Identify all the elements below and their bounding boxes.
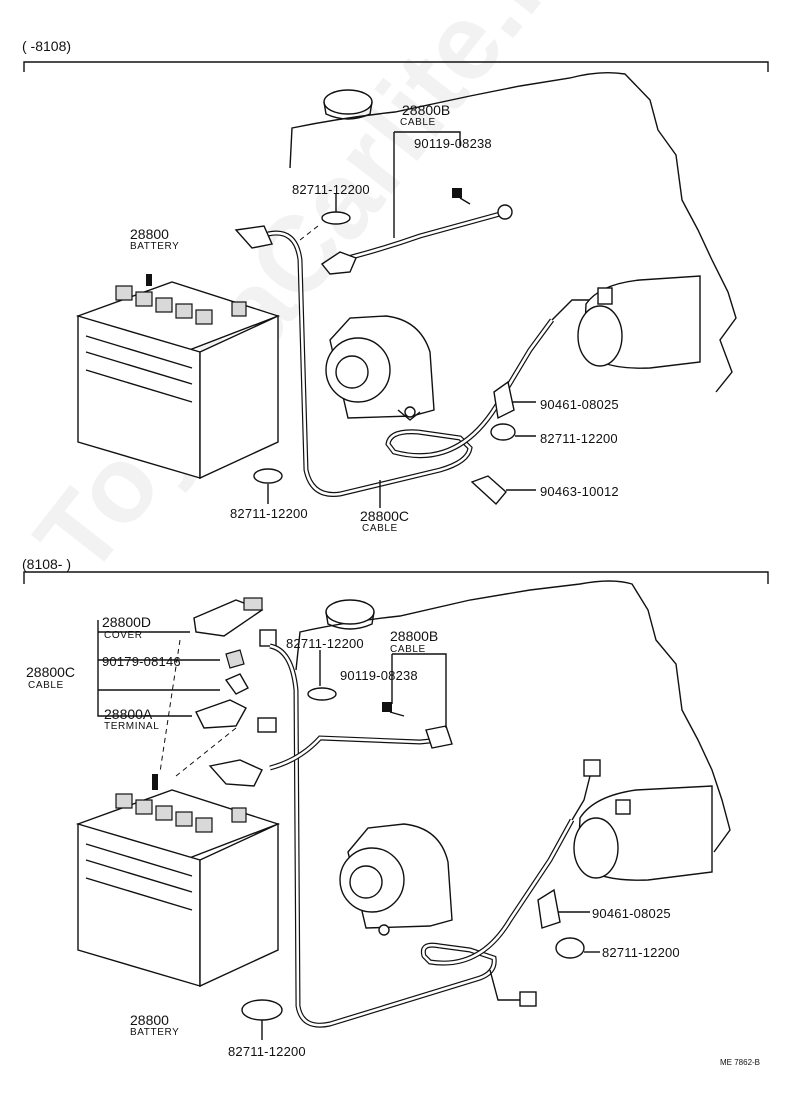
battery-bottom-icon <box>75 774 281 988</box>
clamp-top-bottom-icon <box>307 687 337 701</box>
bottom-cable-c-name: CABLE <box>28 680 64 691</box>
top-battery-name: BATTERY <box>130 241 180 252</box>
bottom-nut-number: 90179-08146 <box>102 654 181 669</box>
clamp-right-bottom-icon <box>555 937 600 959</box>
clamp-right-top-icon <box>490 423 536 441</box>
bottom-terminal-number: 28800A <box>104 706 153 722</box>
cable-28800b-top <box>320 204 513 275</box>
diagram-code: ME 7862-B <box>720 1058 761 1067</box>
oil-filler-cap-icon <box>323 89 373 115</box>
battery-top-icon <box>75 274 281 480</box>
top-cable-b-number: 28800B <box>402 102 451 118</box>
top-clip-a-number: 90461-08025 <box>540 397 619 412</box>
engine-outline-bottom <box>295 580 731 853</box>
bottom-clip-a-number: 90461-08025 <box>592 906 671 921</box>
clip-90461-top-icon <box>493 380 536 420</box>
bottom-clamp-right-number: 82711-12200 <box>602 945 680 960</box>
leader-lines-bottom <box>97 620 447 777</box>
top-clamp-right-number: 82711-12200 <box>540 431 618 446</box>
bottom-clamp-bottom-number: 82711-12200 <box>228 1044 306 1059</box>
bottom-terminal-name: TERMINAL <box>104 721 160 732</box>
clip-90461-bottom-icon <box>537 888 590 929</box>
top-cable-b-name: CABLE <box>400 117 436 128</box>
clamp-bottom-bottom-icon <box>241 999 283 1040</box>
top-range-label: ( -8108) <box>22 38 72 54</box>
top-cable-c-name: CABLE <box>362 523 398 534</box>
top-battery-number: 28800 <box>130 226 169 242</box>
leader-lines-top <box>335 131 461 508</box>
cable-28800c-bottom <box>269 643 601 1028</box>
top-clamp-bottom-number: 82711-12200 <box>230 506 308 521</box>
clamp-top-icon <box>299 211 351 241</box>
top-section-frame <box>23 61 769 72</box>
top-clamp-number: 82711-12200 <box>292 182 370 197</box>
bottom-cable-c-number: 28800C <box>26 664 76 680</box>
top-clip-b-number: 90463-10012 <box>540 484 619 499</box>
bottom-cover-number: 28800D <box>102 614 152 630</box>
oil-filler-cap-icon-bottom <box>325 599 375 625</box>
bottom-range-label: (8108- ) <box>22 556 72 572</box>
clip-90463-top-icon <box>470 475 536 506</box>
top-bolt-number: 90119-08238 <box>414 136 492 151</box>
bottom-cable-b-number: 28800B <box>390 628 439 644</box>
bottom-section-frame <box>23 571 769 584</box>
bottom-battery-number: 28800 <box>130 1012 169 1028</box>
alternator-top-icon <box>325 315 435 421</box>
bottom-bolt-number: 90119-08238 <box>340 668 418 683</box>
bolt-top-icon <box>452 188 471 205</box>
clamp-bottom-top-icon <box>253 468 283 504</box>
alternator-bottom-icon <box>339 823 453 936</box>
bottom-battery-name: BATTERY <box>130 1027 180 1038</box>
engine-outline-top <box>289 71 737 393</box>
terminal-28800a-icon <box>195 673 249 729</box>
cover-28800d-icon <box>193 597 264 637</box>
cable-28800b-bottom <box>208 725 453 787</box>
bolt-bottom-icon <box>382 702 405 717</box>
connector-top-bottom-icon <box>257 629 277 733</box>
bottom-clamp-top-number: 82711-12200 <box>286 636 364 651</box>
top-cable-c-number: 28800C <box>360 508 410 524</box>
bottom-cable-b-name: CABLE <box>390 644 426 655</box>
starter-bottom-icon <box>573 785 713 881</box>
nut-90179-icon <box>225 649 245 669</box>
bottom-cover-name: COVER <box>104 630 143 641</box>
starter-top-icon <box>577 275 701 369</box>
cable-28800c-top <box>234 225 590 497</box>
